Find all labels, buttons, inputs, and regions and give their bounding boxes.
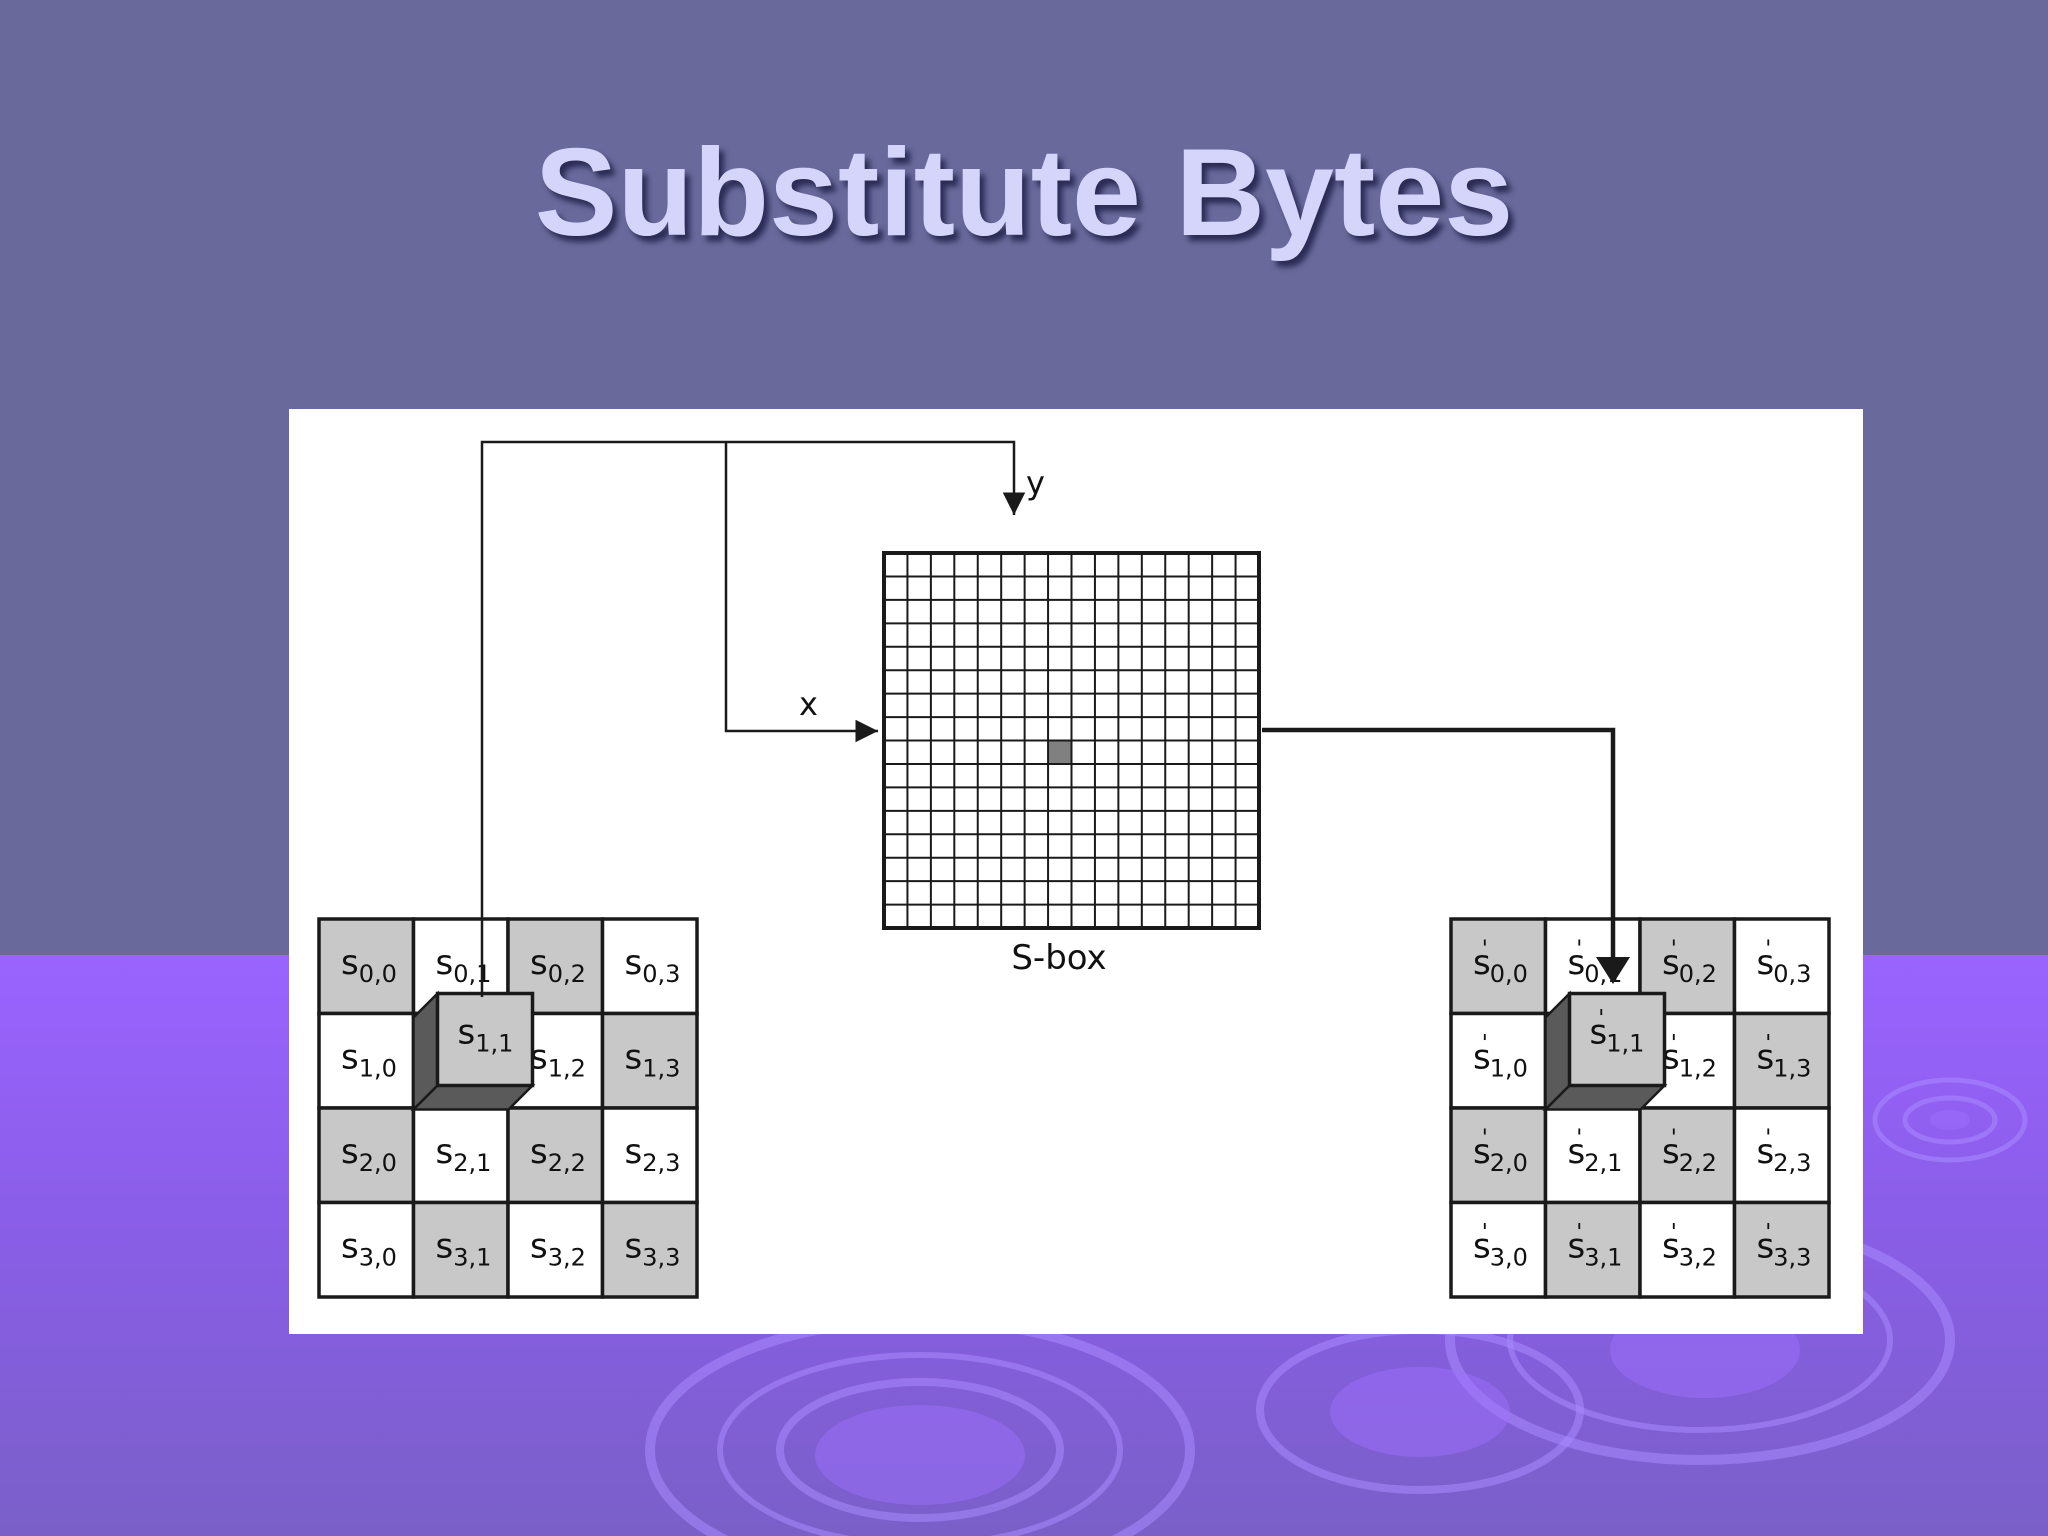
output-cell: s'1,3 [1732,1011,1831,1110]
input-cell-box [600,917,699,1016]
x-connector-line [724,442,878,743]
input-cell: s1,0 [317,1011,416,1110]
output-cell: s'3,1 [1543,1200,1642,1299]
output-cell-box [1638,917,1737,1016]
input-cell-box [411,1200,510,1299]
output-cell-box [1732,917,1831,1016]
input-cell-box [317,1011,416,1110]
output-cell: s'2,0 [1449,1106,1548,1205]
input-cell-box [317,1200,416,1299]
output-cell: s'3,0 [1449,1200,1548,1299]
input-cell: s3,3 [600,1200,699,1299]
sbox-grid [882,551,1261,930]
input-cell-box [600,1200,699,1299]
input-cell: s3,1 [411,1200,510,1299]
input-highlighted-cell: s1,1 [410,990,536,1113]
sbox-highlight-cell [1048,740,1072,764]
output-cell: s'0,0 [1449,917,1548,1016]
output-highlighted-cell-face [1567,991,1667,1088]
x-label: x [799,685,818,723]
y-label: y [1026,464,1045,502]
input-cell-box [506,1200,605,1299]
input-cell: s0,0 [317,917,416,1016]
input-highlighted-cell-face [435,991,535,1088]
input-cell-box [317,917,416,1016]
output-cell: s'1,0 [1449,1011,1548,1110]
input-cell: s2,0 [317,1106,416,1205]
output-highlighted-cell: s'1,1 [1542,990,1668,1113]
y-connector-line [480,440,1026,997]
input-cell: s1,3 [600,1011,699,1110]
input-cell: s2,1 [411,1106,510,1205]
input-cell: s3,0 [317,1200,416,1299]
input-cell-box [600,1106,699,1205]
output-cell-box [1449,917,1548,1016]
output-cell-box [1732,1011,1831,1110]
output-cell: s'0,2 [1638,917,1737,1016]
output-arrowhead [1596,957,1630,984]
output-cell: s'2,3 [1732,1106,1831,1205]
output-connector-line [1262,727,1616,957]
output-cell: s'3,3 [1732,1200,1831,1299]
output-cell-box [1543,1106,1642,1205]
input-cell: s2,2 [506,1106,605,1205]
output-cell: s'0,3 [1732,917,1831,1016]
sbox-label: S-box [1011,938,1106,978]
input-cell: s2,3 [600,1106,699,1205]
output-cell: s'2,2 [1638,1106,1737,1205]
connector-lines [480,440,1630,997]
page-title: Substitute Bytes [534,124,1514,262]
input-cell-box [317,1106,416,1205]
output-cell: s'2,1 [1543,1106,1642,1205]
sbox-border [882,551,1261,930]
input-cell: s3,2 [506,1200,605,1299]
input-cell-box [600,1011,699,1110]
output-cell: s'3,2 [1638,1200,1737,1299]
output-cell-label: s'1,0 [1473,1032,1528,1083]
output-cell-box [1732,1200,1831,1299]
input-cell: s0,3 [600,917,699,1016]
output-cell-box [1732,1106,1831,1205]
